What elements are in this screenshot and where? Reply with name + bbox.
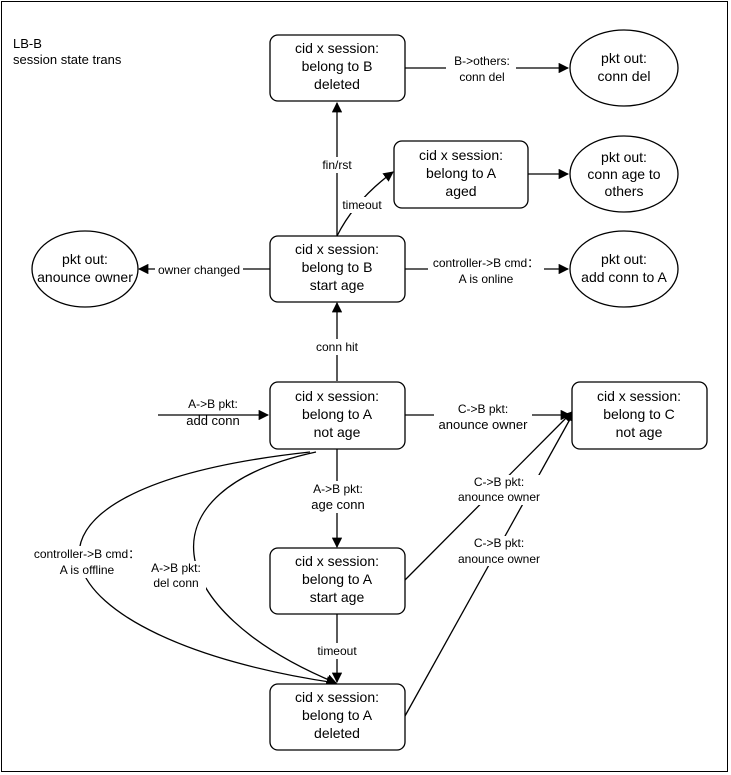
svg-text:belong to B: belong to B: [302, 58, 373, 74]
svg-text:belong to C: belong to C: [603, 406, 675, 422]
svg-text:pkt out:: pkt out:: [601, 251, 647, 267]
label-del-conn: A->B pkt: del conn: [146, 561, 206, 591]
svg-text:timeout: timeout: [317, 644, 357, 658]
node-b-deleted: cid x session: belong to B deleted: [269, 34, 406, 102]
label-conn-hit: conn hit: [310, 339, 364, 355]
label-timeout-aged: timeout: [340, 197, 384, 213]
title-line-1: LB-B: [13, 36, 42, 51]
svg-text:pkt out:: pkt out:: [62, 251, 108, 267]
label-c-anounce-3: C->B pkt: anounce owner: [454, 536, 544, 566]
label-owner-changed: owner changed: [155, 262, 243, 278]
svg-text:belong to A: belong to A: [302, 707, 373, 723]
svg-text:cid x session:: cid x session:: [419, 147, 503, 163]
svg-text:anounce owner: anounce owner: [439, 417, 529, 432]
svg-text:A is online: A is online: [459, 272, 514, 286]
svg-text:not age: not age: [314, 424, 361, 440]
node-conn-del-out: pkt out: conn del: [569, 29, 679, 107]
edge-labels: B->others: conn del fin/rst timeout owne…: [30, 53, 544, 659]
svg-text:A->B pkt:: A->B pkt:: [151, 561, 201, 575]
svg-text:pkt out:: pkt out:: [601, 50, 647, 66]
label-ctrl-offline: controller->B cmd： A is offline: [30, 546, 146, 578]
node-a-aged: cid x session: belong to A aged: [393, 140, 529, 209]
svg-text:belong to B: belong to B: [302, 259, 373, 275]
svg-text:A->B pkt:: A->B pkt:: [313, 482, 363, 496]
svg-text:belong to A: belong to A: [302, 406, 373, 422]
svg-text:C->B pkt:: C->B pkt:: [474, 475, 524, 489]
diagram-title: LB-B session state trans: [13, 36, 122, 67]
edge-del-conn: [192, 451, 337, 685]
svg-text:others: others: [605, 183, 644, 199]
node-a-not-age: cid x session: belong to A not age: [269, 381, 406, 450]
svg-text:add conn to A: add conn to A: [581, 269, 667, 285]
svg-text:start age: start age: [310, 277, 365, 293]
svg-text:timeout: timeout: [342, 198, 382, 212]
svg-text:C->B pkt:: C->B pkt:: [474, 536, 524, 550]
svg-text:cid x session:: cid x session:: [295, 689, 379, 705]
svg-text:anounce owner: anounce owner: [37, 269, 133, 285]
label-b-others: B->others: conn del: [446, 53, 516, 85]
title-line-2: session state trans: [13, 52, 122, 67]
svg-text:controller->B cmd：: controller->B cmd：: [34, 547, 140, 561]
label-c-anounce-1: C->B pkt: anounce owner: [434, 401, 532, 433]
node-age-others-out: pkt out: conn age to others: [569, 135, 679, 213]
label-age-conn: A->B pkt: age conn: [305, 481, 371, 513]
svg-text:belong to A: belong to A: [302, 571, 373, 587]
svg-text:cid x session:: cid x session:: [295, 388, 379, 404]
svg-text:age conn: age conn: [311, 497, 365, 512]
svg-text:conn del: conn del: [459, 70, 504, 84]
svg-text:not age: not age: [616, 424, 663, 440]
label-ctrl-online: controller->B cmd： A is online: [428, 255, 544, 287]
svg-text:start age: start age: [310, 589, 365, 605]
svg-text:owner changed: owner changed: [158, 263, 240, 277]
svg-text:aged: aged: [445, 183, 476, 199]
svg-text:cid x session:: cid x session:: [295, 241, 379, 257]
svg-text:controller->B cmd：: controller->B cmd：: [433, 256, 539, 270]
label-timeout-del: timeout: [315, 643, 359, 659]
svg-text:deleted: deleted: [314, 76, 360, 92]
svg-text:anounce owner: anounce owner: [458, 552, 540, 566]
svg-text:conn hit: conn hit: [316, 340, 359, 354]
svg-text:anounce owner: anounce owner: [458, 490, 540, 504]
nodes: cid x session: belong to B deleted pkt o…: [31, 29, 708, 751]
svg-text:fin/rst: fin/rst: [322, 158, 352, 172]
node-a-deleted: cid x session: belong to A deleted: [269, 683, 406, 751]
svg-text:conn del: conn del: [598, 68, 651, 84]
svg-text:cid x session:: cid x session:: [597, 388, 681, 404]
node-c-not-age: cid x session: belong to C not age: [571, 381, 708, 450]
svg-text:B->others:: B->others:: [454, 54, 510, 68]
svg-text:deleted: deleted: [314, 725, 360, 741]
svg-text:cid x session:: cid x session:: [295, 40, 379, 56]
svg-text:C->B pkt:: C->B pkt:: [458, 402, 508, 416]
svg-text:cid x session:: cid x session:: [295, 553, 379, 569]
node-a-start-age: cid x session: belong to A start age: [269, 547, 406, 615]
node-b-start-age: cid x session: belong to B start age: [269, 235, 406, 303]
svg-text:pkt out:: pkt out:: [601, 149, 647, 165]
svg-text:belong to A: belong to A: [426, 165, 497, 181]
svg-text:A is offline: A is offline: [60, 563, 115, 577]
label-fin-rst: fin/rst: [320, 157, 356, 173]
node-anounce-owner-out: pkt out: anounce owner: [31, 230, 139, 308]
label-c-anounce-2: C->B pkt: anounce owner: [454, 475, 544, 505]
label-add-conn-in: A->B pkt: add conn: [186, 397, 240, 428]
svg-text:conn age to: conn age to: [587, 166, 660, 182]
svg-text:del conn: del conn: [153, 576, 198, 590]
svg-text:add conn: add conn: [186, 413, 240, 428]
node-add-conn-out: pkt out: add conn to A: [569, 230, 679, 308]
svg-text:A->B pkt:: A->B pkt:: [188, 397, 238, 411]
